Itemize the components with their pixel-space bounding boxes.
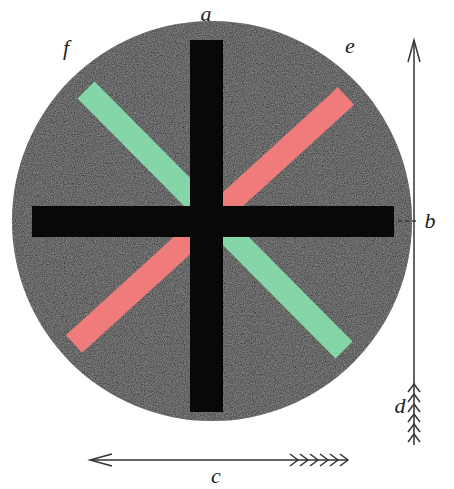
leader-line	[398, 220, 418, 222]
point-label: c	[211, 465, 221, 487]
arrow-d	[408, 40, 420, 445]
point-label: e	[345, 35, 355, 57]
point-label: a	[201, 3, 212, 25]
point-label: b	[425, 210, 436, 232]
point-label: d	[395, 395, 406, 417]
black-horizontal-bar	[32, 206, 394, 237]
dark-disc	[12, 21, 412, 421]
point-label: f	[63, 37, 69, 59]
